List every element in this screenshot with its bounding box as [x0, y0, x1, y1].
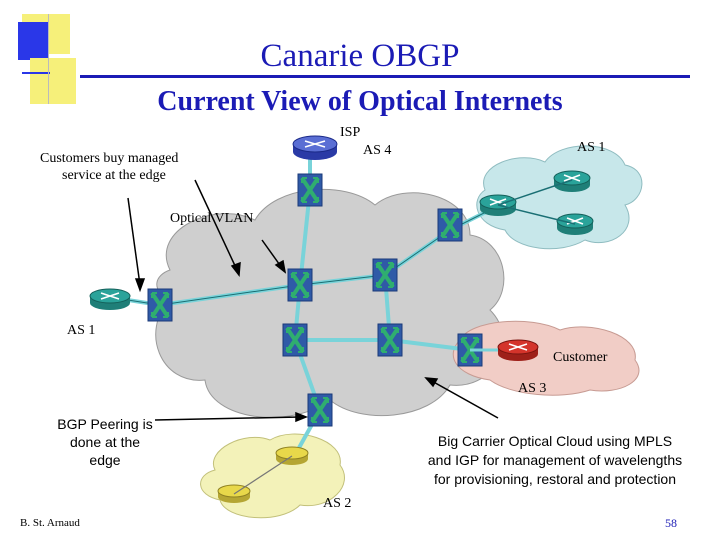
customers-note-line1: Customers buy managed: [40, 151, 179, 166]
corner-decoration: [0, 0, 90, 110]
author-footer: B. St. Arnaud: [20, 517, 80, 529]
edge-switch-icon: [436, 207, 464, 243]
as1-router-icon-top: [553, 170, 591, 192]
page-number: 58: [665, 516, 677, 530]
as1-top-cloud: [476, 145, 643, 250]
carrier-note-line1: Big Carrier Optical Cloud using MPLS: [437, 433, 673, 449]
carrier-note-line3: for provisioning, restoral and protectio…: [433, 471, 677, 487]
as3-cloud: [452, 320, 640, 396]
core-switch-icon: [371, 257, 399, 293]
isp-router-icon: [292, 135, 338, 160]
as4-label: AS 4: [363, 143, 392, 158]
bgp-note: BGP Peering is done at the edge: [40, 415, 170, 469]
core-switch-icon: [281, 322, 309, 358]
deco-blue-square: [18, 22, 48, 60]
as1-top-label: AS 1: [577, 140, 606, 155]
slide-title: Canarie OBGP: [260, 38, 460, 74]
carrier-note: Big Carrier Optical Cloud using MPLS and…: [400, 432, 710, 489]
isp-switch-icon: [296, 172, 324, 208]
core-switch-icon: [376, 322, 404, 358]
as1-left-label: AS 1: [67, 323, 96, 338]
annotation-arrows: [127, 179, 499, 423]
bgp-note-line1: BGP Peering is: [57, 416, 153, 432]
as1-router-icon-bottom: [556, 213, 594, 235]
customer-label: Customer: [553, 350, 608, 365]
as2-router-icon-2: [217, 484, 251, 503]
bgp-note-line3: edge: [89, 452, 121, 468]
edge-switch-icon: [306, 392, 334, 428]
edge-switch-icon: [146, 287, 174, 323]
customer-router-icon: [497, 339, 539, 361]
isp-label: ISP: [340, 125, 361, 140]
title-underline: [80, 75, 690, 78]
carrier-note-line2: and IGP for management of wavelengths: [427, 452, 683, 468]
as2-label: AS 2: [323, 496, 352, 511]
customers-note-line2: service at the edge: [62, 168, 166, 183]
as3-label: AS 3: [518, 381, 547, 396]
deco-vertical-line: [48, 14, 49, 104]
bgp-note-line2: done at the: [69, 434, 141, 450]
optical-vlan-label: Optical VLAN: [170, 211, 254, 226]
slide-subtitle: Current View of Optical Internets: [157, 86, 563, 117]
deco-line: [22, 72, 50, 74]
deco-yellow-square-bottom: [30, 58, 76, 104]
link-customer: [389, 338, 471, 352]
left-router-icon: [89, 288, 131, 310]
core-switch-icon: [286, 267, 314, 303]
